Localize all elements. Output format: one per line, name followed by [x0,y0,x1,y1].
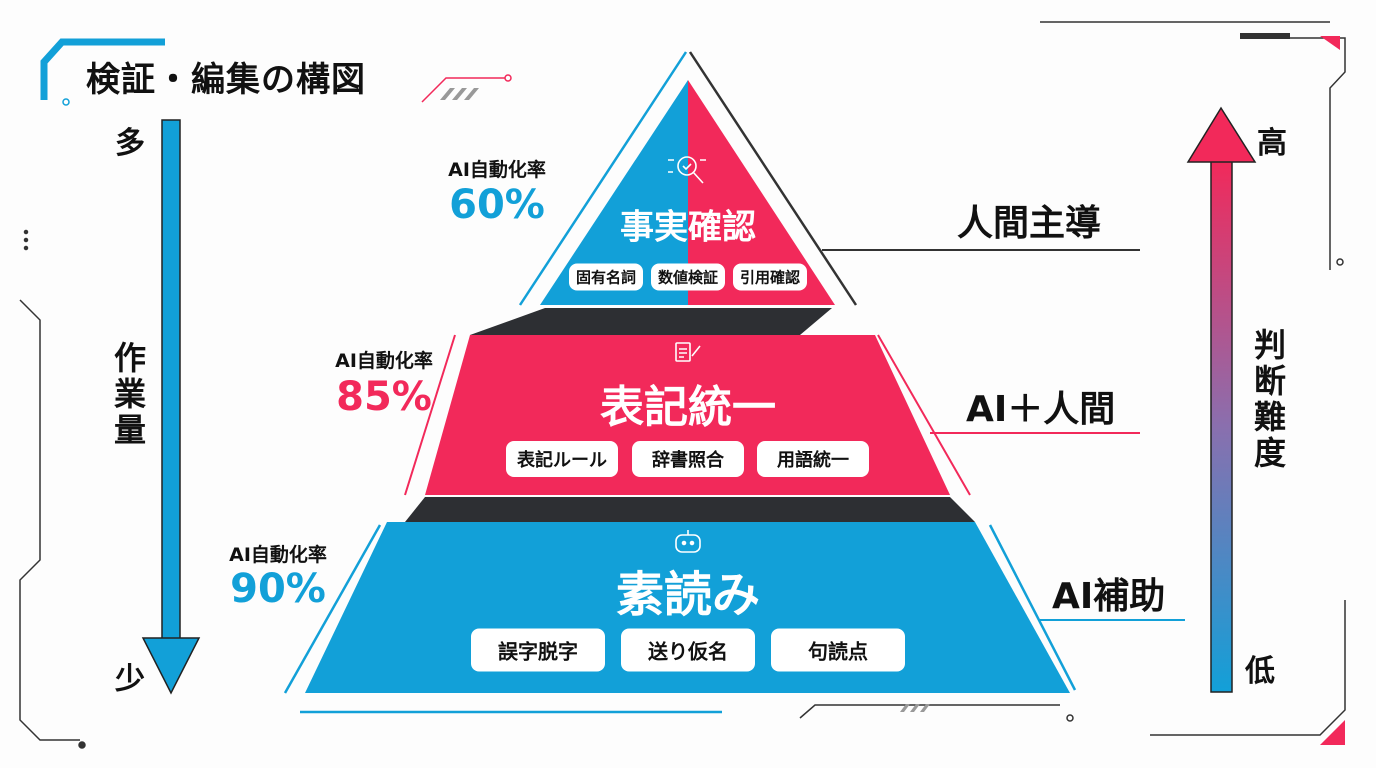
automation-rate-label: AI自動化率 [335,350,433,372]
magnifier-check-icon [668,156,706,184]
corner-decor [19,21,1346,749]
workload-arrow-down [141,119,201,695]
automation-rate-label: AI自動化率 [229,544,327,566]
difficulty-axis-label: 判断難度 [1249,328,1287,472]
role-label: AI＋人間 [966,389,1116,430]
document-pen-icon [675,342,701,362]
difficulty-high-label: 高 [1257,126,1287,161]
difficulty-low-label: 低 [1245,654,1275,689]
tag: 句読点 [771,628,905,672]
robot-icon [675,530,701,553]
tag: 表記ルール [506,441,618,477]
tag: 引用確認 [733,263,807,291]
workload-low-label: 少 [115,662,145,697]
tag: 誤字脱字 [471,628,605,672]
automation-rate-value: 90% [230,566,326,612]
workload-axis-label: 作業量 [109,341,147,449]
difficulty-arrow-up [1186,106,1257,693]
tag: 用語統一 [757,441,869,477]
tier-title-notation: 表記統一 [600,382,776,433]
tag: 辞書照合 [632,441,744,477]
tag: 固有名詞 [569,263,643,291]
tag: 送り仮名 [621,628,755,672]
role-label: AI補助 [1052,576,1166,617]
automation-rate-value: 85% [336,374,432,420]
tag: 数値検証 [651,263,725,291]
workload-high-label: 多 [115,126,145,161]
title-frame [40,38,512,106]
tier-title-fact-check: 事実確認 [620,207,756,248]
role-label: 人間主導 [957,203,1102,244]
tier-top-shape [470,51,858,335]
page-title: 検証・編集の構図 [86,60,366,100]
tier-title-proofreading: 素読み [615,567,761,623]
automation-rate-label: AI自動化率 [448,159,546,181]
automation-rate-value: 60% [449,182,545,228]
